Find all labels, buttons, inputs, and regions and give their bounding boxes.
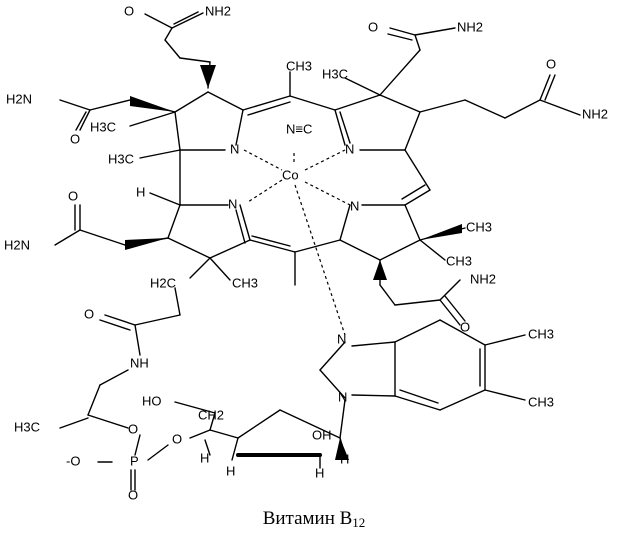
label-o: O (368, 19, 378, 34)
label-n: N (338, 389, 347, 404)
label-h3c: H3C (108, 151, 134, 166)
label-n: N (228, 196, 237, 211)
label-h3c: H3C (14, 419, 40, 434)
label-ho: HO (142, 393, 162, 408)
label-o-minus: -O (66, 453, 80, 468)
label-h: H (200, 450, 209, 465)
label-n: N (345, 141, 354, 156)
label-o: O (84, 306, 94, 321)
figure-caption: Витамин B12 (0, 508, 628, 531)
label-cyano-n: N≡C (286, 121, 312, 136)
label-o: O (124, 3, 134, 18)
label-co: Co (282, 167, 299, 182)
caption-name: Витамин B (262, 508, 353, 529)
label-nh: NH (130, 355, 149, 370)
label-h2c: H2C (150, 275, 176, 290)
label-ch2: CH2 (198, 407, 224, 422)
label-ch3: CH3 (466, 219, 492, 234)
caption-subscript: 12 (352, 515, 366, 530)
label-h2n: H2N (4, 237, 30, 252)
label-h3c: H3C (322, 66, 348, 81)
label-n: N (350, 198, 359, 213)
label-o: O (546, 56, 556, 71)
label-nh2: NH2 (205, 3, 231, 18)
label-ch3: CH3 (528, 326, 554, 341)
label-h: H (315, 465, 324, 480)
label-o: O (128, 421, 138, 436)
label-ch3: CH3 (528, 394, 554, 409)
label-nh2: NH2 (582, 106, 608, 121)
label-nh2: NH2 (470, 271, 496, 286)
label-h3c: H3C (90, 119, 116, 134)
label-h: H (136, 184, 145, 199)
label-o: O (128, 487, 138, 502)
label-oh: OH (312, 427, 332, 442)
label-h2n: H2N (6, 91, 32, 106)
label-n: N (230, 141, 239, 156)
label-o: O (70, 131, 80, 146)
label-h: H (226, 463, 235, 478)
label-o: O (172, 431, 182, 446)
label-o: O (460, 319, 470, 334)
label-o: O (68, 188, 78, 203)
label-ch3: CH3 (232, 275, 258, 290)
label-nh2: NH2 (457, 19, 483, 34)
label-ch3: CH3 (286, 58, 312, 73)
label-ch3: CH3 (446, 253, 472, 268)
label-h: H (340, 451, 349, 466)
label-p: P (130, 453, 139, 468)
label-n: N (337, 331, 346, 346)
